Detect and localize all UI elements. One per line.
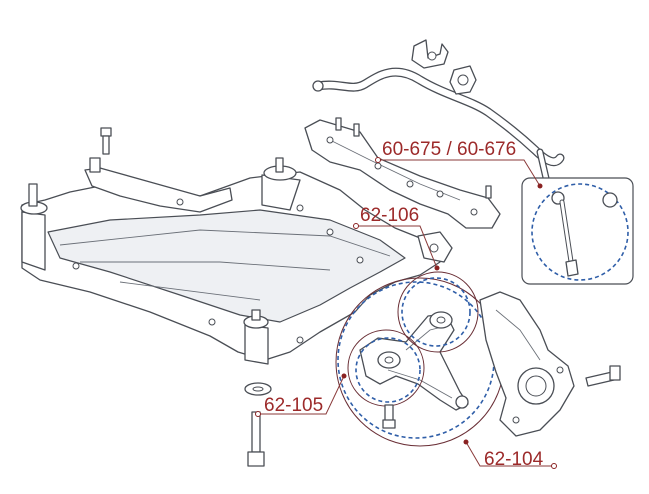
brace-plate-icon — [304, 117, 501, 229]
bolt-icon — [247, 411, 265, 467]
label-endlink: 60-675 / 60-676 — [382, 139, 517, 160]
control-arm-icon — [335, 271, 505, 447]
upper-mount-icon — [417, 231, 453, 263]
bushing-bracket-icon — [411, 39, 449, 69]
label-leaders — [255, 157, 557, 469]
bolt-icon — [100, 127, 112, 155]
label-upper-mount: 62-106 — [360, 205, 420, 226]
label-bolt: 62-105 — [264, 395, 324, 416]
sway-bar-icon — [312, 67, 565, 182]
label-control-arm: 62-104 — [484, 449, 544, 470]
bushing-icon — [449, 65, 477, 95]
knuckle-icon — [479, 291, 575, 437]
subframe-icon — [20, 157, 441, 365]
end-link-icon — [521, 177, 634, 285]
washer-icon — [244, 382, 272, 396]
bolt-icon — [585, 365, 621, 387]
